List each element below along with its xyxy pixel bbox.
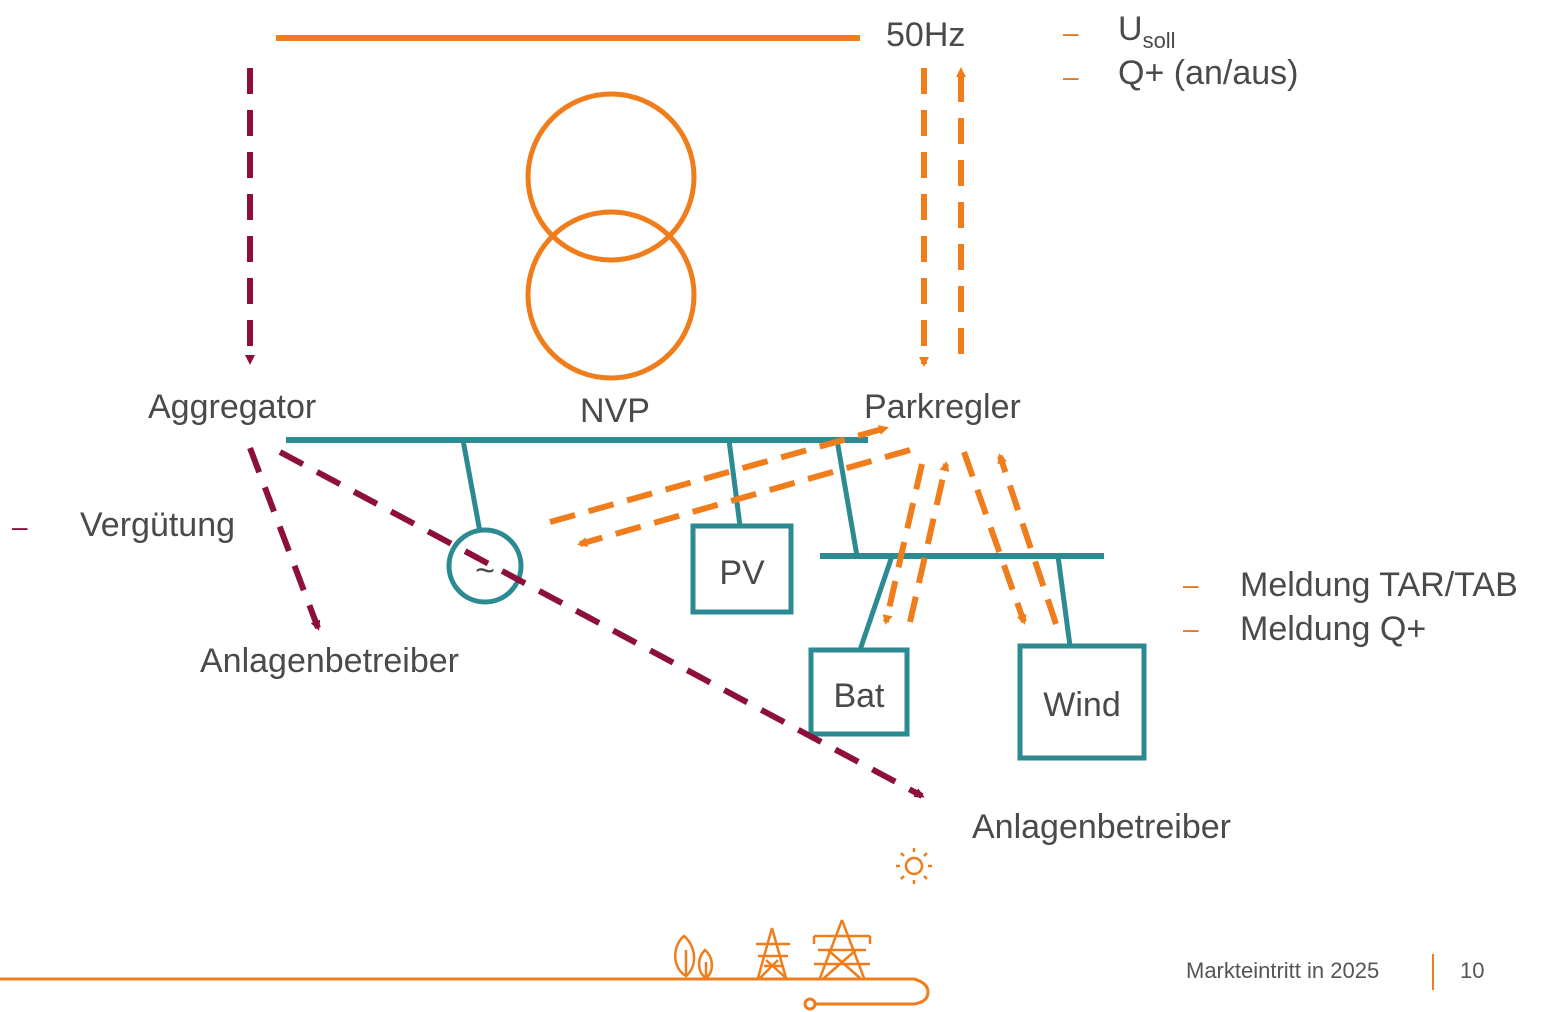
bat-label: Bat [833,677,885,715]
pylon-icon [812,919,872,979]
footer-line-end [803,997,817,1011]
list-item-meldung-q-plus: Meldung Q+ [1240,610,1426,648]
list-bullet: – [12,511,28,542]
list-item-q-plus: Q+ (an/aus) [1118,54,1298,92]
footer-title: Markteintritt in 2025 [1186,958,1379,983]
wind-box [1017,643,1147,761]
pv-feeder [726,439,743,527]
list-bullet: – [1183,613,1199,644]
parkregler-label: Parkregler [864,388,1021,426]
list-bullet: – [1063,17,1079,48]
aggregator-to-operator-left-arrow [247,446,321,631]
list-bullet: – [1063,61,1079,92]
bat-box [808,647,910,737]
sun-icon [896,848,932,884]
bat-to-parkregler-arrow [907,461,950,623]
anlagenbetreiber-right-label: Anlagenbetreiber [972,808,1231,846]
list-item-usoll: Usoll [1118,10,1176,53]
wind-label: Wind [1043,686,1120,724]
parkregler-to-bat-arrow [882,463,925,625]
nvp-label: NVP [580,392,650,430]
aggregator-list: – Vergütung [12,506,235,544]
transformer-icon [525,91,697,381]
generator-icon: ~ [446,527,524,605]
generator-feeder [460,439,483,533]
wind-to-parkregler-arrow [997,453,1059,625]
footer-ground-line [0,977,930,1006]
pv-box [690,523,794,615]
wind-feeder [1055,555,1073,647]
list-item-verguetung: Vergütung [80,506,235,544]
frequency-label: 50Hz [886,16,965,54]
grid-operator-list: – Usoll – Q+ (an/aus) [1063,10,1298,92]
sub-bus-link [834,439,860,557]
tree-icon [674,934,714,980]
bat-feeder [857,555,895,651]
pylon-icon [756,927,790,979]
list-bullet: – [1183,569,1199,600]
list-item-meldung-tar-tab: Meldung TAR/TAB [1240,566,1518,604]
generator-to-parkregler-arrow [549,425,889,525]
aggregator-to-operator-right-arrow [278,449,925,799]
page-number: 10 [1460,958,1484,983]
plants-list: – Meldung TAR/TAB – Meldung Q+ [1183,566,1518,648]
pv-label: PV [719,554,765,592]
anlagenbetreiber-left-label: Anlagenbetreiber [200,642,459,680]
parkregler-to-generator-arrow [577,447,911,547]
parkregler-to-wind-arrow [961,451,1027,625]
aggregator-label: Aggregator [148,388,316,426]
